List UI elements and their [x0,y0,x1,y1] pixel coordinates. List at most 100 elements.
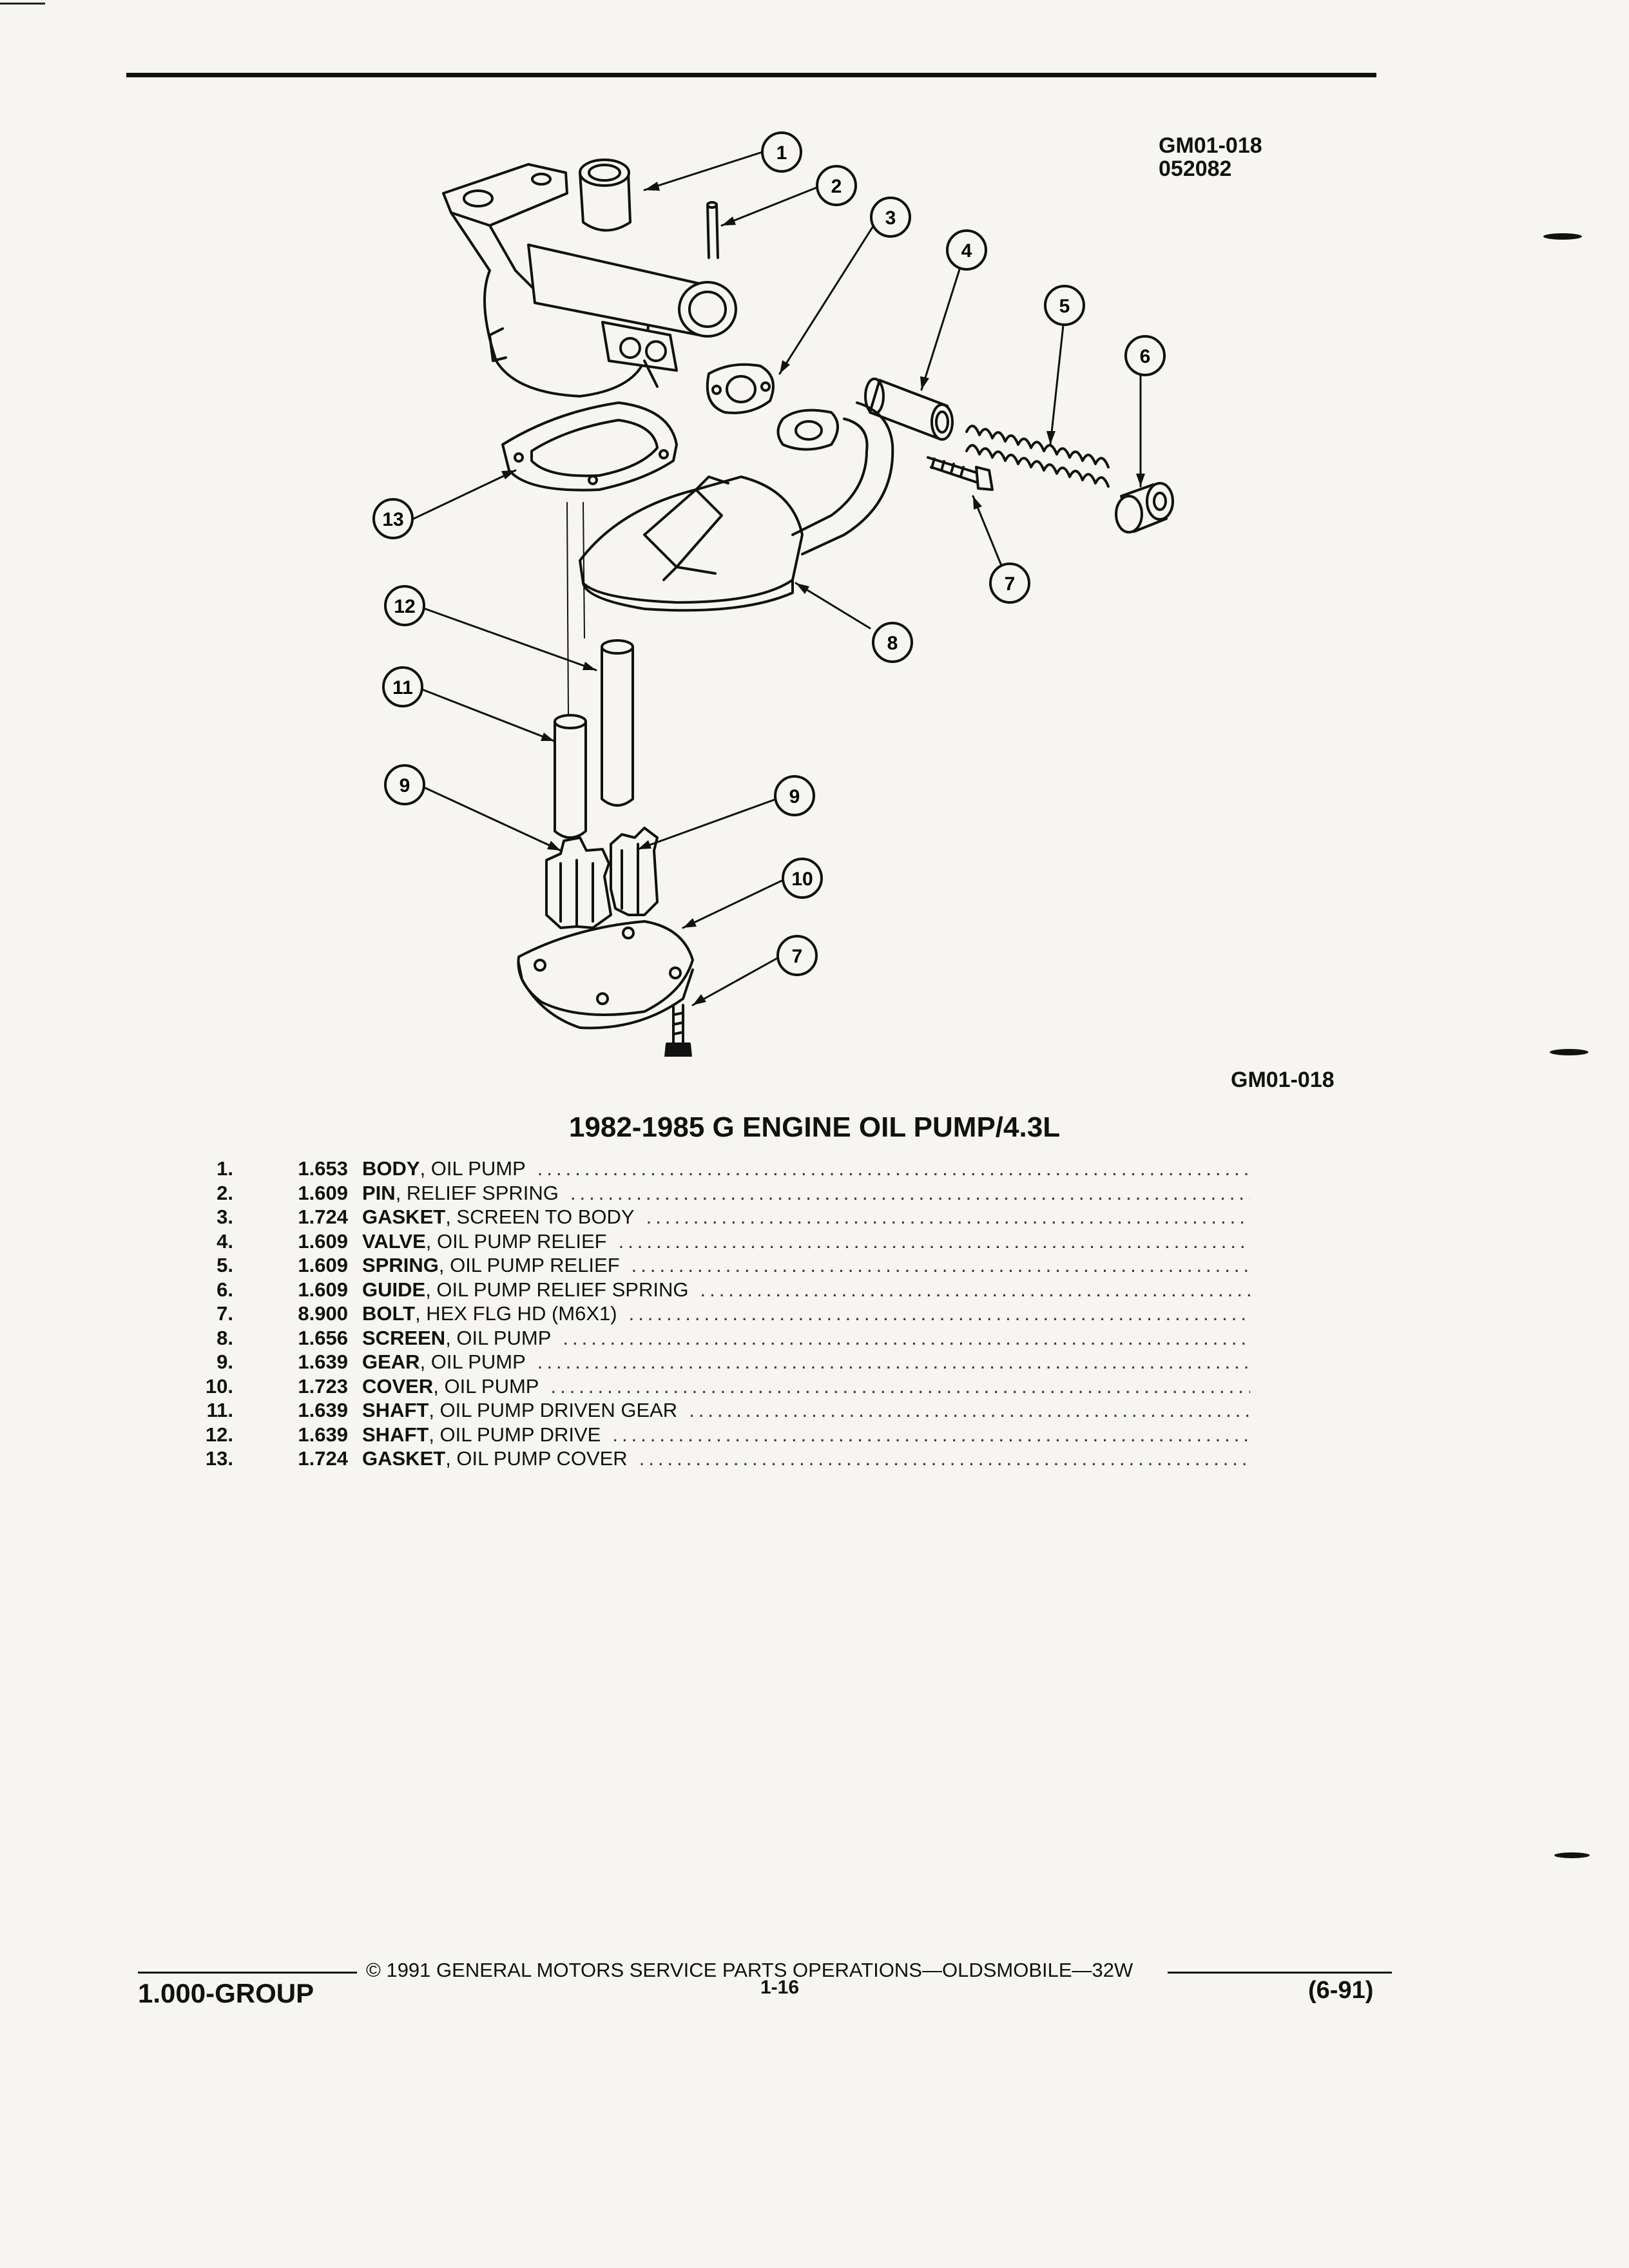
leader-dots: ........................................… [537,1157,1250,1180]
leader-dots: ........................................… [570,1181,1250,1204]
part-group-code: 1.653 [298,1157,348,1180]
callout-2: 2 [816,165,857,206]
footer-rule-right [1168,1972,1392,1974]
part-group-code: 1.639 [298,1399,348,1421]
figure-code-date: 052082 [1159,157,1232,181]
part-name: PIN [362,1181,396,1204]
part-description: PIN, RELIEF SPRING [362,1182,559,1205]
part-number: 3. [217,1206,233,1228]
callout-label: 5 [1059,296,1070,317]
relief-spring-guide-part [1115,482,1174,533]
part-detail: , OIL PUMP DRIVEN GEAR [429,1399,678,1421]
part-number: 8. [217,1326,233,1349]
pump-body-part [442,159,737,398]
part-row: 8. 1.656 SCREEN, OIL PUMP.................… [193,1327,1250,1351]
callout-label: 8 [887,633,898,654]
part-description: COVER, OIL PUMP [362,1375,539,1398]
part-group-code: 1.724 [298,1206,348,1228]
driven-gear-shaft-part [554,714,587,839]
part-group-code: 1.723 [298,1374,348,1398]
part-group-code: 1.656 [298,1326,348,1349]
callout-label: 11 [392,677,413,698]
part-description: SCREEN, OIL PUMP [362,1327,551,1350]
figure-code-top: GM01-018 052082 [1159,134,1262,180]
part-number: 11. [206,1399,233,1421]
part-description: GUIDE, OIL PUMP RELIEF SPRING [362,1278,688,1302]
part-detail: , OIL PUMP DRIVE [429,1423,601,1446]
pump-gears-part [545,827,659,929]
edge-scan-mark [1550,1049,1588,1055]
relief-valve-part [864,378,954,441]
part-name: SHAFT [362,1423,429,1446]
callout-7-lower: 7 [776,935,818,976]
callout-3: 3 [870,197,911,238]
callout-label: 12 [394,596,415,617]
callout-4: 4 [946,229,987,271]
part-number: 2. [217,1181,233,1204]
exploded-parts-diagram: 1 2 3 4 5 6 7 8 9 9 10 7 11 12 13 [372,131,1174,1057]
part-number: 9. [217,1350,233,1373]
callout-label: 3 [885,207,896,229]
callout-label: 7 [1005,573,1016,595]
leader-dots: ........................................… [700,1278,1250,1301]
pump-screen-part [579,401,894,612]
part-name: SHAFT [362,1399,429,1421]
part-detail: , OIL PUMP [419,1350,526,1373]
part-detail: , OIL PUMP [433,1374,539,1398]
part-detail: , OIL PUMP [445,1326,552,1349]
footer-revision-date: (6-91) [1308,1977,1374,2004]
part-number: 4. [217,1229,233,1253]
leader-dots: ........................................… [639,1447,1250,1470]
callout-label: 9 [789,786,800,807]
part-name: SCREEN [362,1326,446,1349]
callout-5: 5 [1044,285,1085,326]
edge-scan-mark [1554,1852,1590,1858]
part-description: GASKET, SCREEN TO BODY [362,1206,635,1229]
part-detail: , HEX FLG HD (M6X1) [415,1302,617,1325]
part-name: BODY [362,1157,420,1180]
part-detail: , OIL PUMP COVER [445,1447,628,1470]
part-detail: , OIL PUMP [419,1157,526,1180]
part-group-code: 1.639 [298,1423,348,1446]
hex-bolt-lower-part [664,1004,692,1057]
part-group-code: 1.609 [298,1181,348,1204]
part-row: 2. 1.609 PIN, RELIEF SPRING...............… [193,1182,1250,1206]
callout-label: 10 [791,869,813,890]
leader-dots: ........................................… [537,1350,1250,1373]
callout-label: 6 [1140,346,1151,367]
callout-label: 4 [961,240,972,262]
part-name: COVER [362,1374,434,1398]
footer-page-number: 1-16 [760,1977,800,1998]
part-description: GEAR, OIL PUMP [362,1350,526,1374]
part-number: 10. [205,1374,233,1398]
callouts: 1 2 3 4 5 6 7 8 9 9 10 7 11 12 13 [372,131,1166,976]
part-detail: , OIL PUMP RELIEF [438,1254,620,1276]
part-group-code: 1.639 [298,1350,348,1373]
leader-lines [412,151,1142,1006]
footer-group: 1.000-GROUP [138,1978,314,2008]
part-description: GASKET, OIL PUMP COVER [362,1447,628,1470]
part-group-code: 1.609 [298,1278,348,1301]
header-rule [126,73,1376,77]
leader-dots: ........................................… [689,1399,1250,1421]
part-group-code: 1.609 [298,1229,348,1253]
leader-dots: ........................................… [631,1254,1250,1276]
part-name: VALVE [362,1229,426,1253]
part-number: 1. [217,1157,233,1180]
leader-dots: ........................................… [563,1326,1250,1349]
callout-9-right: 9 [774,775,815,816]
pump-cover-gasket-part [501,401,678,492]
part-description: BODY, OIL PUMP [362,1157,526,1180]
relief-spring-pin-part [706,201,719,259]
leader-dots: ........................................… [628,1302,1250,1325]
figure-code: GM01-018 [1159,133,1262,158]
callout-7-upper: 7 [989,562,1030,604]
page-title: 1982-1985 G ENGINE OIL PUMP/4.3L [568,1111,1061,1143]
callout-label: 13 [382,509,403,530]
